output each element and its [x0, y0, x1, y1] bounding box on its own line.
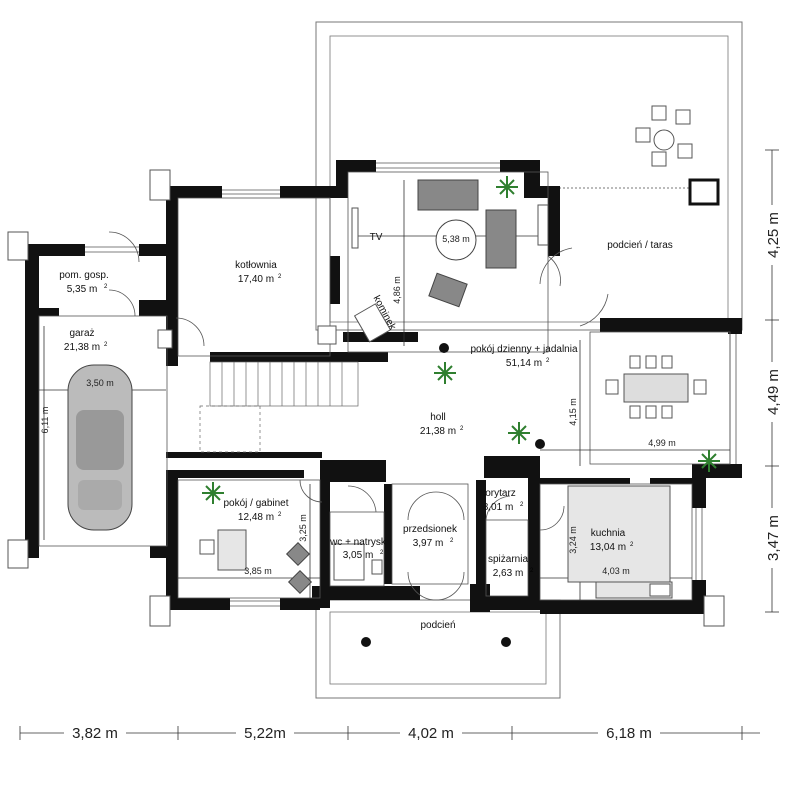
dim-office-depth: 3,25 m	[298, 514, 308, 542]
column-icon	[361, 637, 371, 647]
dim-dining-width: 4,99 m	[648, 438, 676, 448]
furniture	[7, 105, 725, 647]
tv-cabinet	[537, 204, 549, 246]
dim-office-width: 3,85 m	[244, 566, 272, 576]
svg-text:2: 2	[104, 284, 108, 290]
dim-living-width: 5,38 m	[442, 234, 470, 244]
car-icon	[67, 364, 133, 531]
desk-icon	[217, 529, 247, 571]
room-area-wc: 3,05 m	[343, 550, 374, 561]
room-name-kotlownia: kotłownia	[235, 260, 277, 271]
dim-right-2: 4,49 m	[765, 369, 782, 415]
dim-kitchen-width: 4,03 m	[602, 566, 630, 576]
dim-garage-depth: 6,11 m	[40, 407, 50, 434]
room-area-gabinet: 12,48 m	[238, 512, 274, 523]
armchair-icon	[285, 541, 311, 567]
dim-bottom-1: 3,82 m	[72, 725, 118, 742]
front-porch	[315, 599, 561, 699]
armchair-icon	[287, 569, 313, 595]
dim-bottom-4: 6,18 m	[606, 725, 652, 742]
label-podcien-taras: podcień / taras	[607, 240, 673, 251]
dim-bottom-2: 5,22m	[244, 725, 286, 742]
svg-text:2: 2	[450, 538, 454, 544]
room-name-gabinet: pokój / gabinet	[223, 498, 288, 509]
room-area-przedsionek: 3,97 m	[413, 538, 444, 549]
room-name-wc: wc + natrysk	[329, 537, 387, 548]
coffee-table	[435, 219, 477, 261]
room-area-pom-gosp: 5,35 m	[67, 284, 98, 295]
toilet-icon	[371, 559, 383, 575]
svg-text:2: 2	[460, 426, 464, 432]
terrace-table	[635, 105, 693, 167]
grill-icon	[688, 178, 720, 206]
column-icon	[439, 343, 449, 353]
svg-text:2: 2	[104, 342, 108, 348]
svg-text:2: 2	[278, 512, 282, 518]
fireplace-icon	[353, 303, 392, 343]
thin-lines	[38, 162, 737, 607]
label-podcien: podcień	[420, 620, 455, 631]
room-area-kotlownia: 17,40 m	[238, 274, 274, 285]
dining-table	[605, 355, 707, 419]
column-icon	[535, 439, 545, 449]
dim-kitchen-depth: 3,24 m	[568, 526, 578, 554]
plant-icon	[202, 176, 720, 504]
boiler-icon	[317, 325, 337, 345]
inner-dimension-labels: 3,50 m 6,11 m 5,38 m 4,86 m 4,15 m 4,99 …	[40, 234, 676, 576]
room-name-korytarz: korytarz	[480, 488, 516, 499]
room-area-holl: 21,38 m	[420, 426, 456, 437]
armchair-icon	[428, 272, 468, 308]
room-name-kuchnia: kuchnia	[591, 528, 626, 539]
terrace-outlines	[315, 21, 743, 699]
label-tv: TV	[370, 232, 383, 243]
svg-text:2: 2	[520, 502, 524, 508]
chair-icon	[199, 539, 215, 555]
svg-text:2: 2	[380, 550, 384, 556]
room-area-spizarnia: 2,63 m	[493, 568, 524, 579]
svg-text:2: 2	[278, 274, 282, 280]
sofa-icon	[417, 179, 479, 211]
room-labels: pom. gosp. 5,35 m garaż 21,38 m kotłowni…	[59, 232, 673, 631]
svg-text:2: 2	[630, 542, 634, 548]
room-name-pokoj-dzienny: pokój dzienny + jadalnia	[470, 344, 577, 355]
column-icon	[501, 637, 511, 647]
room-name-przedsionek: przedsionek	[403, 524, 458, 535]
dim-dining-depth: 4,15 m	[568, 398, 578, 426]
dim-garage-width: 3,50 m	[86, 378, 114, 388]
room-area-garaz: 21,38 m	[64, 342, 100, 353]
sofa-icon	[485, 209, 517, 269]
staircase	[199, 361, 359, 453]
kitchen-unit	[567, 485, 673, 599]
room-name-garaz: garaż	[69, 328, 94, 339]
shower-icon	[333, 543, 365, 581]
area-superscripts: 2 2 2 2 2 2 2 2 2 2 2	[104, 274, 634, 574]
dim-right-3: 3,47 m	[765, 515, 782, 561]
svg-text:2: 2	[546, 358, 550, 364]
dim-living-depth: 4,86 m	[392, 276, 402, 304]
room-name-holl: holl	[430, 412, 446, 423]
room-name-pom-gosp: pom. gosp.	[59, 270, 108, 281]
room-area-kuchnia: 13,04 m	[590, 542, 626, 553]
tv-icon	[351, 207, 359, 249]
room-name-spizarnia: spiżarnia	[488, 554, 528, 565]
rear-terrace	[315, 21, 743, 331]
room-area-pokoj-dzienny: 51,14 m	[506, 358, 542, 369]
dim-right-1: 4,25 m	[765, 212, 782, 258]
room-area-korytarz: 8,01 m	[483, 502, 514, 513]
svg-text:2: 2	[530, 568, 534, 574]
dim-bottom-3: 4,02 m	[408, 725, 454, 742]
outer-dimension-labels: 3,82 m 5,22m 4,02 m 6,18 m 4,25 m 4,49 m…	[64, 205, 782, 742]
